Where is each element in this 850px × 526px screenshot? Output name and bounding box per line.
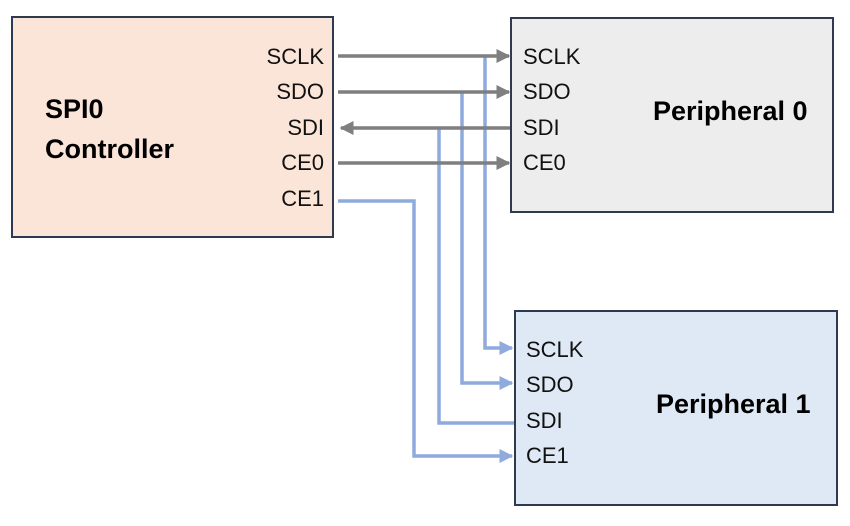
- peripheral1-box: [514, 310, 838, 506]
- peripheral0-box: [510, 17, 834, 213]
- peripheral0-title: Peripheral 0: [653, 96, 808, 126]
- controller-box: [11, 16, 334, 238]
- controller-pin-sdi: SDI: [287, 115, 324, 140]
- peripheral1-title: Peripheral 1: [656, 389, 811, 419]
- controller-title-line1: SPI0: [45, 94, 104, 124]
- wire-ce1-peripheral1: [338, 199, 514, 463]
- wire-sclk-peripheral1: [483, 56, 514, 355]
- peripheral0-pin-sdo: SDO: [523, 79, 571, 104]
- wire-sdo-peripheral1: [460, 92, 514, 390]
- peripheral1-pin-sdi: SDI: [526, 408, 563, 433]
- peripheral0-pin-sdi: SDI: [523, 115, 560, 140]
- wire-sdi-peripheral1: [437, 128, 514, 425]
- peripheral0-pin-sclk: SCLK: [523, 44, 581, 69]
- controller-pin-ce1: CE1: [281, 186, 324, 211]
- controller-pin-sdo: SDO: [276, 79, 324, 104]
- peripheral1-pin-sdo: SDO: [526, 372, 574, 397]
- peripheral1-pin-ce1: CE1: [526, 443, 569, 468]
- controller-pin-ce0: CE0: [281, 150, 324, 175]
- controller-pin-sclk: SCLK: [266, 44, 324, 69]
- peripheral1-pin-sclk: SCLK: [526, 337, 584, 362]
- controller-title-line2: Controller: [45, 134, 175, 164]
- peripheral0-pin-ce0: CE0: [523, 150, 566, 175]
